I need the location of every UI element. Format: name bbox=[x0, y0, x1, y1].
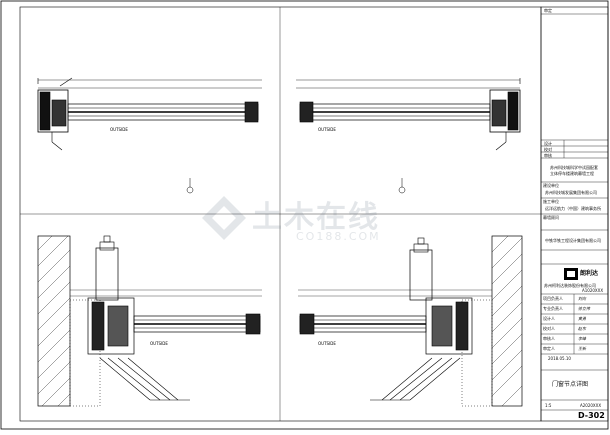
detail-bottom-right bbox=[298, 235, 523, 407]
tb-owner: 苏州科技城发展集团有限公司 bbox=[545, 190, 597, 195]
tb-sig-role-1: 项目负责人 bbox=[543, 296, 563, 301]
tb-sig-role-3: 设计人 bbox=[543, 316, 555, 321]
tb-project-line-1: 苏州科技城科学中试园配套 bbox=[550, 165, 598, 170]
tb-scale: 1:5 bbox=[545, 403, 552, 408]
tb-sig-name-1: 刘向 bbox=[578, 296, 586, 301]
tb-sig-role-2: 专业负责人 bbox=[543, 306, 563, 311]
tb-row-label-1: 设计 bbox=[544, 141, 552, 146]
callout-outside-br: OUTSIDE bbox=[318, 341, 336, 346]
tb-date: 2018.05.10 bbox=[548, 356, 571, 361]
tb-cert-no-2: A2020XXX bbox=[580, 403, 602, 408]
tb-project-line-2: 立体停车楼建筑幕墙工程 bbox=[550, 171, 594, 176]
tb-owner-label: 建设单位 bbox=[543, 183, 559, 188]
tb-header-code: 审定 bbox=[544, 8, 552, 13]
tb-cert-no-1: A1020XXX bbox=[582, 288, 604, 293]
tb-contractor-label: 施工单位 bbox=[543, 199, 559, 204]
detail-top-right bbox=[296, 78, 521, 151]
tb-drawing-title: 门窗节点详图 bbox=[552, 381, 589, 388]
title-block-grid bbox=[541, 13, 608, 411]
tb-sig-name-4: 赵东 bbox=[578, 326, 586, 331]
tb-designer: 中铁华铁工程设计集团有限公司 bbox=[545, 238, 601, 243]
callout-outside-bl: OUTSIDE bbox=[150, 341, 168, 346]
tb-company-name: 苏州柯利达装饰股份有限公司 bbox=[544, 283, 596, 288]
tb-sig-name-3: 黄勇 bbox=[578, 316, 586, 321]
tb-row-label-2: 校对 bbox=[544, 147, 552, 152]
section-marks bbox=[186, 178, 406, 194]
tb-sig-name-6: 王新 bbox=[578, 346, 586, 351]
tb-sig-role-4: 校对人 bbox=[543, 326, 555, 331]
callout-outside-tr: OUTSIDE bbox=[318, 127, 336, 132]
callout-tags: OUTSIDE OUTSIDE OUTSIDE OUTSIDE bbox=[110, 127, 336, 346]
detail-top-left bbox=[37, 77, 262, 151]
detail-bottom-left bbox=[37, 235, 262, 407]
tb-company-logo-text: 朗利达 bbox=[580, 270, 599, 277]
tb-sig-role-5: 审核人 bbox=[543, 336, 555, 341]
callout-outside-tl: OUTSIDE bbox=[110, 127, 128, 132]
tb-sheet-id: D-302 bbox=[578, 411, 605, 420]
tb-designer-label: 幕墙顾问 bbox=[543, 215, 559, 220]
tb-row-label-3: 审核 bbox=[544, 153, 552, 158]
tb-sig-role-6: 审定人 bbox=[543, 346, 555, 351]
tb-sig-name-5: 李峰 bbox=[578, 336, 586, 341]
tb-sig-name-2: 徐立伟 bbox=[578, 306, 590, 311]
tb-contractor: 远洋远航力（中国）建筑事务所 bbox=[545, 206, 601, 211]
